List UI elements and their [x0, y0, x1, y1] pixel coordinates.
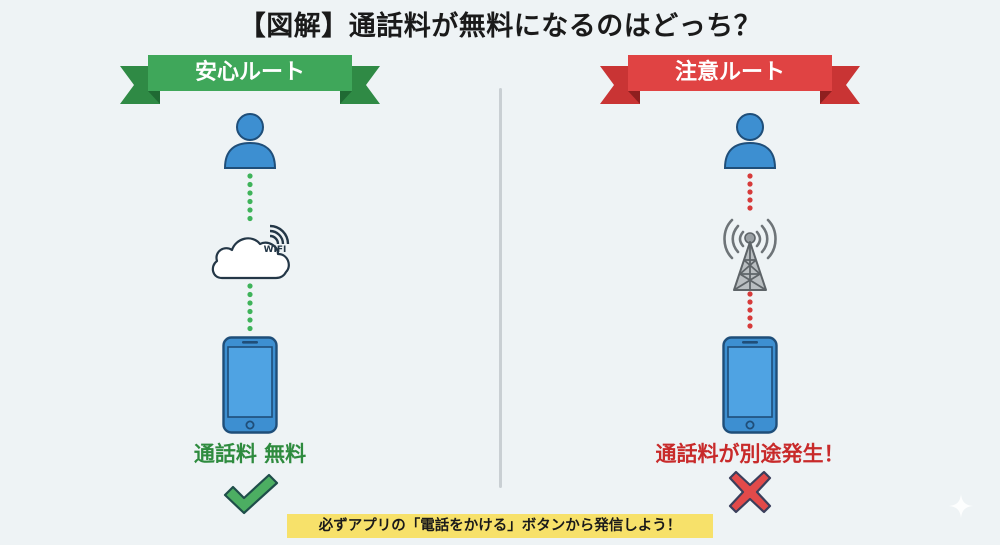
warning-route-banner: 注意ルート [600, 52, 860, 107]
connector-dots-red [747, 291, 753, 329]
cell-tower-icon [723, 218, 777, 291]
ribbon-shape [600, 55, 860, 104]
connector-dots-red [747, 173, 753, 211]
sparkle-icon [949, 494, 973, 518]
wifi-label: WIFI [264, 245, 287, 255]
safe-route-banner: 安心ルート [120, 52, 380, 107]
person-icon [723, 113, 777, 169]
diagram-title: 【図解】通話料が無料になるのはどっち？ [238, 11, 762, 42]
connector-dots-green [247, 283, 253, 332]
footer-note: 必ずアプリの「電話をかける」ボタンから発信しよう！ [287, 514, 713, 538]
ribbon-shape [120, 55, 380, 104]
safe-result-text: 通話料 無料 [193, 442, 307, 466]
safe-route-label: 安心ルート [194, 60, 305, 85]
warning-route-label: 注意ルート [674, 60, 785, 85]
smartphone-icon [722, 336, 778, 434]
center-divider [499, 88, 502, 488]
wifi-cloud-icon: WIFI [211, 224, 290, 280]
checkmark-icon [223, 473, 279, 515]
warning-result-text: 通話料が別途発生！ [655, 442, 845, 466]
cross-icon [728, 470, 772, 514]
smartphone-icon [222, 336, 278, 434]
person-icon [223, 113, 277, 169]
connector-dots-green [247, 173, 253, 222]
